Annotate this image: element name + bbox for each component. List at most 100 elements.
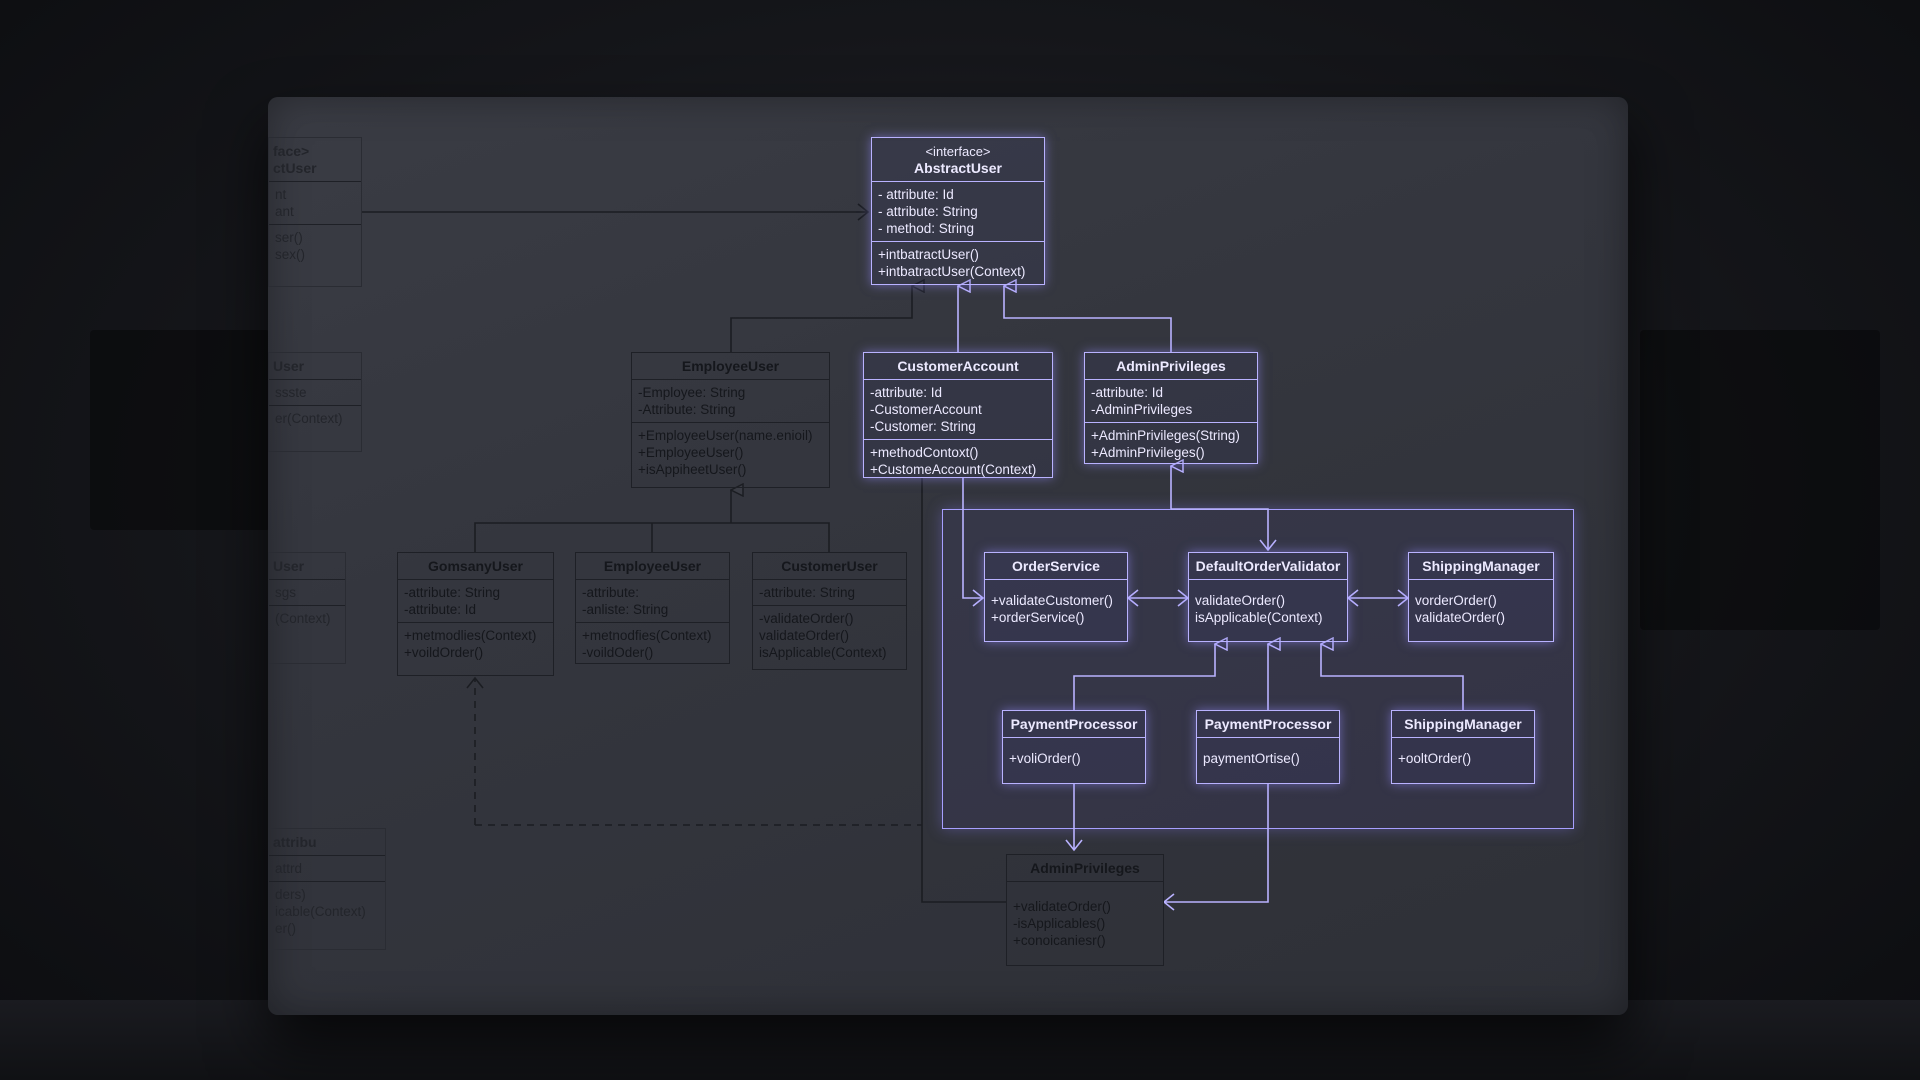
abstract-user-attr-0: - attribute: Id: [878, 187, 954, 202]
background-shelf-left: [90, 330, 270, 530]
class-admin-privileges-2[interactable]: AdminPrivileges +validateOrder() -isAppl…: [1006, 854, 1164, 966]
order-service-name: OrderService: [1012, 558, 1100, 574]
ghost-class-1-head-1: ctUser: [273, 160, 317, 176]
shipping-manager-2-name: ShippingManager: [1404, 716, 1522, 732]
class-customer-account[interactable]: CustomerAccount -attribute: Id -Customer…: [863, 352, 1053, 478]
ghost-class-box-2: User ssste er(Context): [268, 352, 362, 452]
line-employee-to-abstract: [730, 286, 912, 352]
default-order-validator-method-0: validateOrder(): [1195, 593, 1286, 608]
ghost-class-1-method-0: ser(): [275, 230, 303, 245]
employee-user-2-attr-1: -anliste: String: [582, 602, 669, 617]
admin-privileges-2-method-1: -isApplicables(): [1013, 916, 1106, 931]
class-employee-user-secondary[interactable]: EmployeeUser -attribute: -anliste: Strin…: [575, 552, 730, 664]
payment-processor-1-name: PaymentProcessor: [1010, 716, 1138, 732]
admin-privileges-attr-0: -attribute: Id: [1091, 385, 1164, 400]
class-gomsany-user[interactable]: GomsanyUser -attribute: String -attribut…: [397, 552, 554, 676]
shipping-manager-2-method-0: +ooltOrder(): [1398, 751, 1472, 766]
employee-user-method-2: +isAppiheetUser(): [638, 462, 747, 477]
shipping-manager-method-0: vorderOrder(): [1415, 593, 1497, 608]
employee-user-2-name: EmployeeUser: [603, 558, 702, 574]
employee-user-attr-0: -Employee: String: [638, 385, 746, 400]
class-admin-privileges[interactable]: AdminPrivileges -attribute: Id -AdminPri…: [1084, 352, 1258, 464]
employee-user-2-method-0: +metnodfies(Context): [582, 628, 712, 643]
line-customer-to-orderservice: [962, 478, 983, 599]
line-payment1-to-validator: [1073, 644, 1215, 710]
arrowhead-ghost-to-abstract: [857, 203, 870, 221]
gomsany-user-method-1: +voildOrder(): [404, 645, 484, 660]
ghost-class-3-method-0: (Context): [275, 611, 331, 626]
ghost-class-box-1: face> ctUser nt ant ser() sex(): [268, 137, 362, 287]
ghost-class-1-head-0: face>: [273, 143, 310, 159]
line-admin-to-abstract: [1004, 286, 1172, 352]
abstract-user-method-0: +intbatractUser(): [878, 247, 979, 262]
class-payment-processor-2[interactable]: PaymentProcessor paymentOrtise(): [1196, 710, 1340, 784]
shipping-manager-method-1: validateOrder(): [1415, 610, 1506, 625]
slate-board: [268, 97, 1628, 1015]
customer-account-attr-0: -attribute: Id: [870, 385, 943, 400]
line-payment2-to-admin2: [1164, 784, 1269, 903]
abstract-user-stereotype: <interface>: [925, 144, 991, 159]
shipping-manager-name: ShippingManager: [1422, 558, 1540, 574]
order-package-frame: [942, 509, 1574, 829]
ghost-class-4-method-1: icable(Context): [275, 904, 366, 919]
ghost-class-4-method-0: ders): [275, 887, 306, 902]
admin-privileges-2-name: AdminPrivileges: [1030, 860, 1140, 876]
ghost-class-box-3: User sgs (Context): [268, 552, 346, 664]
customer-user-method-2: isApplicable(Context): [759, 645, 887, 660]
class-customer-user[interactable]: CustomerUser -attribute: String -validat…: [752, 552, 907, 670]
class-abstract-user[interactable]: <interface> AbstractUser - attribute: Id…: [871, 137, 1045, 285]
admin-privileges-name: AdminPrivileges: [1116, 358, 1226, 374]
ghost-class-1-attr-1: ant: [275, 204, 294, 219]
class-order-service[interactable]: OrderService +validateCustomer() +orderS…: [984, 552, 1128, 642]
abstract-user-attr-2: - method: String: [878, 221, 975, 236]
admin-privileges-2-method-0: +validateOrder(): [1013, 899, 1111, 914]
payment-processor-2-name: PaymentProcessor: [1204, 716, 1332, 732]
arrowhead-validator-right: [1346, 589, 1359, 607]
arrowhead-orderservice-left: [1126, 589, 1139, 607]
gomsany-user-method-0: +metmodlies(Context): [404, 628, 537, 643]
line-shipping2-to-validator: [1321, 644, 1464, 710]
admin-privileges-method-1: +AdminPrivileges(): [1091, 445, 1205, 460]
class-shipping-manager[interactable]: ShippingManager vorderOrder() validateOr…: [1408, 552, 1554, 642]
ghost-class-4-attr-0: attrd: [275, 861, 303, 876]
class-shipping-manager-2[interactable]: ShippingManager +ooltOrder(): [1391, 710, 1535, 784]
ghost-class-4-head-0: attribu: [273, 834, 317, 850]
customer-account-attr-2: -Customer: String: [870, 419, 976, 434]
ghost-class-2-method-0: er(Context): [275, 411, 343, 426]
gomsany-user-attr-1: -attribute: Id: [404, 602, 477, 617]
admin-privileges-attr-1: -AdminPrivileges: [1091, 402, 1193, 417]
ghost-class-3-attr-0: sgs: [275, 585, 297, 600]
ghost-class-1-attr-0: nt: [275, 187, 287, 202]
class-employee-user[interactable]: EmployeeUser -Employee: String -Attribut…: [631, 352, 830, 488]
class-payment-processor-1[interactable]: PaymentProcessor +voliOrder(): [1002, 710, 1146, 784]
customer-account-attr-1: -CustomerAccount: [870, 402, 982, 417]
employee-user-2-attr-0: -attribute:: [582, 585, 640, 600]
customer-user-method-0: -validateOrder(): [759, 611, 854, 626]
ghost-class-1-method-1: sex(): [275, 247, 305, 262]
line-admin-to-validator: [1171, 508, 1269, 550]
background-shelf-right: [1640, 330, 1880, 630]
arrowhead-orderservice: [972, 589, 985, 607]
gomsany-user-attr-0: -attribute: String: [404, 585, 501, 600]
arrowhead-dependency: [466, 676, 484, 689]
ghost-class-box-4: attribu attrd ders) icable(Context) er(): [268, 828, 386, 950]
employee-user-method-0: +EmployeeUser(name.enioil): [638, 428, 813, 443]
default-order-validator-name: DefaultOrderValidator: [1195, 558, 1341, 574]
customer-user-method-1: validateOrder(): [759, 628, 850, 643]
payment-processor-2-method-0: paymentOrtise(): [1203, 751, 1300, 766]
admin-privileges-method-0: +AdminPrivileges(String): [1091, 428, 1240, 443]
abstract-user-method-1: +intbatractUser(Context): [878, 264, 1026, 279]
line-customer-account-to-admin2: [921, 478, 1006, 903]
customer-account-name: CustomerAccount: [897, 358, 1019, 374]
default-order-validator-method-1: isApplicable(Context): [1195, 610, 1323, 625]
customer-user-name: CustomerUser: [781, 558, 878, 574]
payment-processor-1-method-0: +voliOrder(): [1009, 751, 1081, 766]
class-default-order-validator[interactable]: DefaultOrderValidator validateOrder() is…: [1188, 552, 1348, 642]
admin-privileges-2-method-2: +conoicaniesr(): [1013, 933, 1106, 948]
abstract-user-name: AbstractUser: [914, 160, 1002, 176]
employee-user-attr-1: -Attribute: String: [638, 402, 736, 417]
customer-user-attr-0: -attribute: String: [759, 585, 856, 600]
ghost-class-4-method-2: er(): [275, 921, 296, 936]
